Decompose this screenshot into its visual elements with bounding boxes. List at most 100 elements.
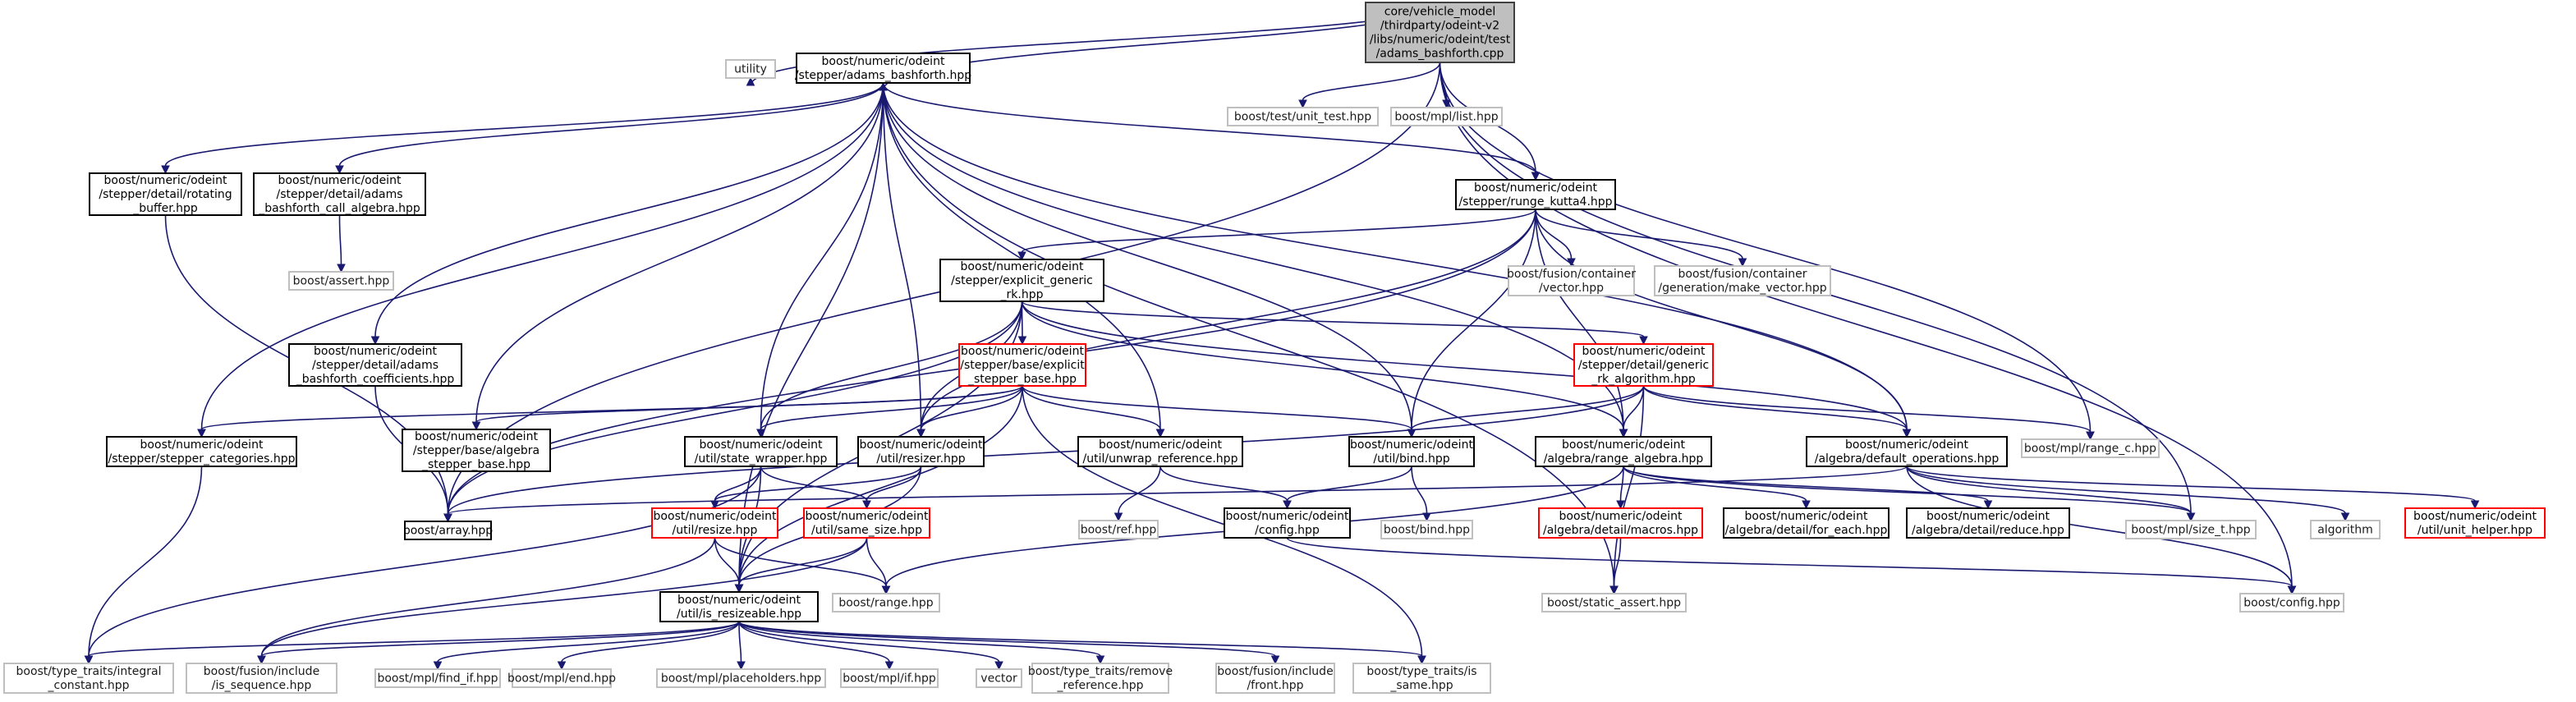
node-label-line: boost/numeric/odeint: [415, 430, 538, 443]
node-resizer[interactable]: boost/numeric/odeint/util/resizer.hpp: [857, 436, 985, 467]
node-odeint-config[interactable]: boost/numeric/odeint/config.hpp: [1224, 507, 1351, 539]
node-state-wrapper[interactable]: boost/numeric/odeint/util/state_wrapper.…: [684, 436, 838, 467]
node-abcall[interactable]: boost/numeric/odeint/stepper/detail/adam…: [253, 172, 426, 216]
node-box: [832, 593, 940, 613]
node-label-line: /util/is_resizeable.hpp: [677, 608, 801, 621]
node-box: [1224, 507, 1351, 539]
node-static-assert[interactable]: boost/static_assert.hpp: [1541, 593, 1687, 613]
node-alg-base[interactable]: boost/numeric/odeint/stepper/base/algebr…: [402, 429, 551, 472]
node-reduce[interactable]: boost/numeric/odeint/algebra/detail/redu…: [1906, 507, 2070, 539]
node-box: [1573, 343, 1714, 387]
node-label-line: boost/type_traits/remove: [1028, 665, 1173, 678]
node-fus-front[interactable]: boost/fusion/include/front.hpp: [1215, 663, 1335, 694]
node-root: core/vehicle_model/thirdparty/odeint-v2/…: [1365, 2, 1515, 63]
node-unit-helper[interactable]: boost/numeric/odeint/util/unit_helper.hp…: [2404, 507, 2546, 539]
node-is-same[interactable]: boost/type_traits/is_same.hpp: [1352, 663, 1491, 694]
node-box: [1227, 107, 1379, 126]
node-box: [1455, 179, 1616, 210]
node-label-line: _rk_algorithm.hpp: [1591, 373, 1696, 386]
edge-abcall-to-assert: [337, 214, 346, 273]
node-assert[interactable]: boost/assert.hpp: [288, 271, 394, 291]
node-is-seq[interactable]: boost/fusion/include/is_sequence.hpp: [186, 663, 337, 694]
node-resize[interactable]: boost/numeric/odeint/util/resize.hpp: [651, 507, 778, 539]
edge-rk4-to-resizer: [916, 209, 1536, 438]
node-label-line: boost/mpl/placeholders.hpp: [661, 672, 821, 686]
edge-same-size-to-is-resizeable: [734, 537, 868, 594]
node-gen-rk[interactable]: boost/numeric/odeint/stepper/detail/gene…: [1573, 343, 1714, 387]
node-expl-gen[interactable]: boost/numeric/odeint/stepper/explicit_ge…: [939, 259, 1104, 302]
node-range-c[interactable]: boost/mpl/range_c.hpp: [2021, 438, 2160, 458]
node-label-line: /stepper/adams_bashforth.hpp: [795, 69, 971, 82]
node-label-line: boost/numeric/odeint: [140, 438, 264, 452]
node-placeholders[interactable]: boost/mpl/placeholders.hpp: [656, 668, 826, 688]
node-box: [651, 507, 778, 539]
node-label-line: boost/bind.hpp: [1384, 524, 1470, 537]
node-macros[interactable]: boost/numeric/odeint/algebra/detail/macr…: [1538, 507, 1703, 539]
node-rot[interactable]: boost/numeric/odeint/stepper/detail/rota…: [89, 172, 242, 216]
node-size-t[interactable]: boost/mpl/size_t.hpp: [2125, 520, 2257, 539]
node-bind-hpp[interactable]: boost/bind.hpp: [1380, 520, 1473, 539]
node-box: [656, 668, 826, 688]
node-rk4[interactable]: boost/numeric/odeint/stepper/runge_kutta…: [1455, 179, 1616, 210]
node-label-line: boost/fusion/container: [1678, 268, 1807, 281]
node-box: [958, 343, 1086, 387]
node-utility[interactable]: utility: [725, 59, 776, 79]
node-integral[interactable]: boost/type_traits/integral_constant.hpp: [3, 663, 174, 694]
node-label-line: /algebra/default_operations.hpp: [1815, 452, 2000, 466]
edge-bind-to-bind-hpp: [1411, 466, 1431, 522]
node-ab[interactable]: boost/numeric/odeint/stepper/adams_bashf…: [795, 53, 971, 84]
node-range-alg[interactable]: boost/numeric/odeint/algebra/range_algeb…: [1535, 436, 1712, 467]
node-mpl-if[interactable]: boost/mpl/if.hpp: [840, 668, 939, 688]
node-abcoef[interactable]: boost/numeric/odeint/stepper/detail/adam…: [288, 343, 462, 387]
node-box: [106, 436, 297, 467]
node-label-line: /util/resize.hpp: [673, 524, 758, 537]
node-expl-base[interactable]: boost/numeric/odeint/stepper/base/explic…: [958, 343, 1086, 387]
node-label-line: _bashforth_coefficients.hpp: [296, 373, 455, 386]
edge-expl-base-to-unwrap: [1022, 385, 1165, 438]
node-config[interactable]: boost/config.hpp: [2239, 593, 2344, 613]
node-algorithm[interactable]: algorithm: [2310, 520, 2381, 539]
node-range-hpp[interactable]: boost/range.hpp: [832, 593, 940, 613]
node-bind[interactable]: boost/numeric/odeint/util/bind.hpp: [1348, 436, 1475, 467]
node-unit-test[interactable]: boost/test/unit_test.hpp: [1227, 107, 1379, 126]
node-label-line: /stepper/detail/adams: [312, 359, 439, 372]
node-mpl-list[interactable]: boost/mpl/list.hpp: [1390, 107, 1503, 126]
node-box: [796, 53, 971, 84]
node-unwrap[interactable]: boost/numeric/odeint/util/unwrap_referen…: [1077, 436, 1243, 467]
node-box: [2404, 507, 2546, 539]
node-label-line: boost/numeric/odeint: [860, 438, 983, 452]
edge-root-to-unit-test: [1298, 62, 1441, 109]
node-same-size[interactable]: boost/numeric/odeint/util/same_size.hpp: [803, 507, 930, 539]
node-vector[interactable]: vector: [976, 668, 1022, 688]
node-default-ops[interactable]: boost/numeric/odeint/algebra/default_ope…: [1806, 436, 2008, 467]
node-box: [2310, 520, 2381, 539]
node-is-resizeable[interactable]: boost/numeric/odeint/util/is_resizeable.…: [659, 591, 819, 622]
edge-range-alg-to-for-each: [1623, 466, 1811, 510]
edge-same-size-to-range-hpp: [866, 537, 891, 595]
node-fus-vec[interactable]: boost/fusion/container/vector.hpp: [1507, 265, 1636, 296]
node-box: [186, 663, 337, 694]
node-cat[interactable]: boost/numeric/odeint/stepper/stepper_cat…: [106, 436, 297, 467]
node-remove-ref[interactable]: boost/type_traits/remove_reference.hpp: [1028, 663, 1173, 694]
node-label-line: /util/resizer.hpp: [876, 452, 965, 466]
node-box: [684, 436, 838, 467]
edge-unwrap-to-odeint-config: [1159, 466, 1292, 510]
node-label-line: boost/fusion/include: [204, 665, 319, 678]
node-fus-make[interactable]: boost/fusion/container/generation/make_v…: [1654, 265, 1831, 296]
node-array[interactable]: boost/array.hpp: [403, 521, 493, 540]
edge-layer: [84, 2, 2480, 671]
node-label-line: boost/mpl/size_t.hpp: [2131, 524, 2250, 537]
node-label-line: boost/static_assert.hpp: [1547, 597, 1681, 610]
node-find-if[interactable]: boost/mpl/find_if.hpp: [374, 668, 501, 688]
node-ref[interactable]: boost/ref.hpp: [1078, 520, 1159, 539]
node-label-line: /stepper/detail/adams: [276, 188, 402, 201]
node-mpl-end[interactable]: boost/mpl/end.hpp: [507, 668, 616, 688]
node-box: [512, 668, 612, 688]
node-box: [402, 429, 551, 472]
node-label-line: boost/numeric/odeint: [314, 345, 437, 358]
node-label-line: boost/ref.hpp: [1081, 524, 1157, 537]
node-label-line: boost/mpl/end.hpp: [507, 672, 616, 686]
node-layer: core/vehicle_model/thirdparty/odeint-v2/…: [3, 2, 2546, 694]
node-for-each[interactable]: boost/numeric/odeint/algebra/detail/for_…: [1723, 507, 1890, 539]
edge-ab-to-alg-base: [471, 82, 884, 431]
